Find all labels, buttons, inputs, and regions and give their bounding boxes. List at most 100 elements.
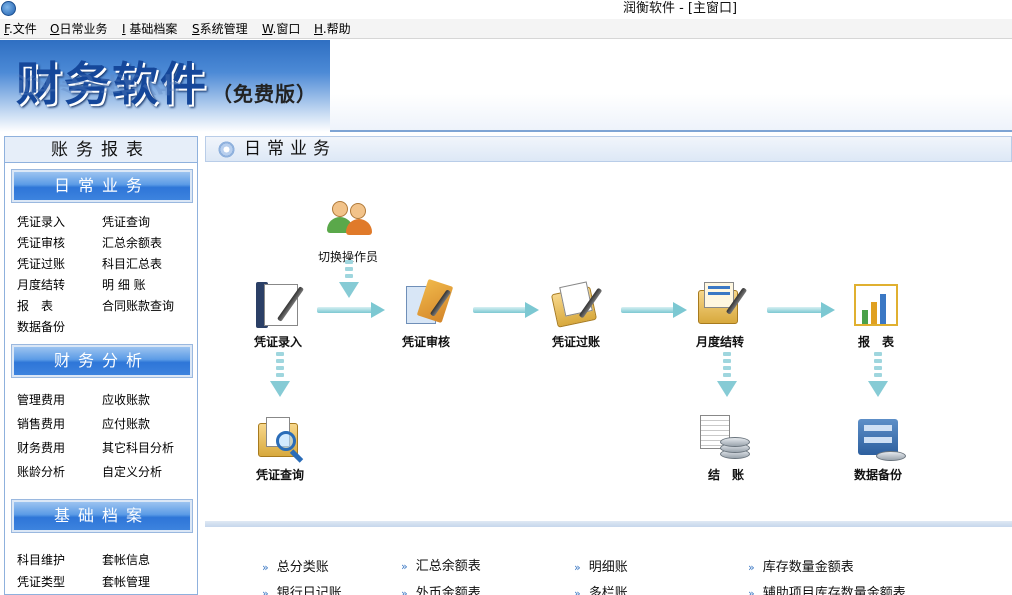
report-links: »总分类账 »汇总余额表 »明细账 »库存数量金额表 »银行日记账 »外币金额表…	[205, 527, 1012, 595]
arrow-close-to-closing	[717, 352, 737, 402]
section-basic-header[interactable]: 基础档案	[11, 499, 193, 533]
sidebar: 账务报表 日常业务 凭证录入 凭证查询 凭证审核 汇总余额表 凭证过账 科目汇总…	[4, 136, 198, 595]
workflow-area: 切换操作员 凭证录入 凭证审核 凭证过账	[205, 165, 1012, 520]
arrow-operator-to-review	[339, 260, 359, 302]
arrow-entry-to-query	[270, 352, 290, 402]
bar-chart-icon	[848, 280, 904, 330]
sidebar-item-voucher-type[interactable]: 凭证类型	[17, 575, 66, 589]
closing-node[interactable]: 结 账	[676, 413, 776, 483]
menu-daily[interactable]: O日常业务	[50, 22, 108, 36]
sidebar-item-summary-balance[interactable]: 汇总余额表	[102, 236, 163, 250]
arrow-review-to-post	[473, 302, 539, 318]
data-backup-node[interactable]: 数据备份	[828, 413, 928, 483]
report-link-summary-balance[interactable]: »汇总余额表	[401, 559, 481, 574]
report-link-inventory-amount[interactable]: »库存数量金额表	[748, 560, 854, 575]
chevron-right-icon: »	[262, 561, 269, 574]
data-backup-label: 数据备份	[853, 468, 902, 482]
reports-node[interactable]: 报 表	[826, 280, 926, 350]
sidebar-item-voucher-query[interactable]: 凭证查询	[102, 215, 151, 229]
section-basic-title: 基础档案	[14, 502, 190, 530]
clipboard-icon	[398, 278, 454, 330]
sidebar-item-voucher-review[interactable]: 凭证审核	[17, 236, 66, 250]
section-analysis-header[interactable]: 财务分析	[11, 344, 193, 378]
menu-basic-records[interactable]: I 基础档案	[122, 22, 178, 36]
banner-subtitle: （免费版）	[212, 82, 317, 106]
menu-system[interactable]: S系统管理	[192, 22, 248, 36]
sidebar-item-contract-query[interactable]: 合同账款查询	[102, 299, 175, 313]
sidebar-item-admin-expense[interactable]: 管理费用	[17, 393, 66, 407]
chevron-right-icon: »	[401, 587, 408, 595]
sidebar-item-book-info[interactable]: 套帐信息	[102, 553, 151, 567]
calendar-folder-icon	[692, 280, 748, 330]
sidebar-item-aging-analysis[interactable]: 账龄分析	[17, 465, 66, 479]
sidebar-item-reports[interactable]: 报 表	[17, 299, 54, 313]
sidebar-item-finance-expense[interactable]: 财务费用	[17, 441, 66, 455]
gear-icon	[218, 141, 235, 158]
sidebar-item-sales-expense[interactable]: 销售费用	[17, 417, 66, 431]
month-close-node[interactable]: 月度结转	[670, 280, 770, 350]
main-panel-title: 日常业务	[244, 139, 336, 159]
sidebar-item-voucher-post[interactable]: 凭证过账	[17, 257, 66, 271]
sidebar-item-receivables[interactable]: 应收账款	[102, 393, 151, 407]
title-bar: 润衡软件 - [主窗口]	[0, 0, 1012, 19]
notebook-pen-icon	[250, 280, 306, 330]
folder-search-icon	[252, 413, 308, 463]
app-icon[interactable]	[1, 1, 16, 16]
sidebar-item-detail-ledger[interactable]: 明 细 账	[102, 278, 146, 292]
window-title: 润衡软件 - [主窗口]	[622, 1, 738, 16]
section-daily-title: 日常业务	[14, 172, 190, 200]
chevron-right-icon: »	[401, 560, 408, 573]
reports-label: 报 表	[857, 335, 894, 349]
menu-bar: F.文件 O日常业务 I 基础档案 S系统管理 W.窗口 H.帮助	[0, 19, 1012, 39]
chevron-right-icon: »	[748, 587, 755, 595]
voucher-review-label: 凭证审核	[401, 335, 450, 349]
section-daily-header[interactable]: 日常业务	[11, 169, 193, 203]
arrow-post-to-close	[621, 302, 687, 318]
banner-title: 财务软件	[16, 57, 208, 111]
sidebar-item-account-maintain[interactable]: 科目维护	[17, 553, 66, 567]
voucher-query-label: 凭证查询	[255, 468, 304, 482]
voucher-post-node[interactable]: 凭证过账	[526, 280, 626, 350]
menu-window[interactable]: W.窗口	[262, 22, 301, 36]
voucher-post-label: 凭证过账	[551, 335, 600, 349]
report-link-bank-journal[interactable]: »银行日记账	[262, 585, 342, 595]
section-analysis-title: 财务分析	[14, 347, 190, 375]
report-link-general-ledger[interactable]: »总分类账	[262, 560, 329, 575]
voucher-query-node[interactable]: 凭证查询	[230, 413, 330, 483]
sidebar-item-payables[interactable]: 应付账款	[102, 417, 151, 431]
closing-label: 结 账	[707, 468, 744, 482]
sidebar-title: 账务报表	[5, 137, 197, 163]
switch-operator-node[interactable]: 切换操作员	[298, 195, 398, 265]
app-banner: 财务软件 财务软件 （免费版）	[0, 40, 1012, 132]
voucher-review-node[interactable]: 凭证审核	[376, 278, 476, 350]
report-link-detail-ledger[interactable]: »明细账	[574, 560, 628, 575]
arrow-entry-to-review	[317, 302, 385, 318]
chevron-right-icon: »	[574, 587, 581, 595]
sidebar-item-voucher-entry[interactable]: 凭证录入	[17, 215, 66, 229]
users-icon	[320, 195, 376, 245]
menu-file[interactable]: F.文件	[4, 22, 37, 36]
main-panel-header: 日常业务	[205, 136, 1012, 162]
month-close-label: 月度结转	[695, 335, 744, 349]
chevron-right-icon: »	[262, 587, 269, 595]
sidebar-item-book-manage[interactable]: 套帐管理	[102, 575, 151, 589]
server-backup-icon	[850, 413, 906, 463]
sidebar-item-data-backup[interactable]: 数据备份	[17, 320, 66, 334]
arrow-reports-to-backup	[868, 352, 888, 402]
voucher-entry-node[interactable]: 凭证录入	[228, 280, 328, 350]
menu-help[interactable]: H.帮助	[314, 22, 351, 36]
report-link-multi-column[interactable]: »多栏账	[574, 585, 628, 595]
chevron-right-icon: »	[748, 561, 755, 574]
ledger-coins-icon	[698, 413, 754, 463]
sidebar-item-account-summary[interactable]: 科目汇总表	[102, 257, 163, 271]
section-divider	[205, 521, 1012, 527]
report-link-foreign-currency[interactable]: »外币金额表	[401, 585, 481, 595]
sidebar-item-custom-analysis[interactable]: 自定义分析	[102, 465, 163, 479]
arrow-close-to-reports	[767, 302, 835, 318]
banner-title-reflection: 财务软件	[16, 71, 184, 98]
sidebar-item-other-analysis[interactable]: 其它科目分析	[102, 441, 175, 455]
report-link-aux-inventory[interactable]: »辅助项目库存数量金额表	[748, 585, 906, 595]
sidebar-item-month-close[interactable]: 月度结转	[17, 278, 66, 292]
folder-pen-icon	[548, 280, 604, 330]
banner-gradient	[0, 40, 330, 132]
